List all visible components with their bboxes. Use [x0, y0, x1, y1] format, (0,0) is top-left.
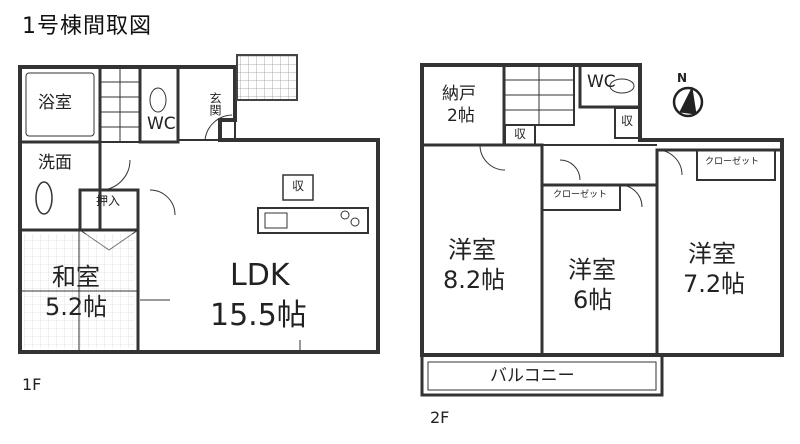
north-compass — [672, 86, 704, 118]
room1-name: 洋室 — [448, 236, 496, 264]
room3-size: 7.2帖 — [683, 270, 746, 298]
plan-title: 1号棟間取図 — [22, 14, 152, 39]
kitchen-counter — [257, 207, 369, 234]
room1-size: 8.2帖 — [443, 266, 506, 294]
storage-2f-a-label: 収 — [514, 127, 527, 141]
room2-name: 洋室 — [568, 256, 616, 284]
kitchen-storage — [282, 174, 314, 201]
washitsu-name: 和室 — [52, 263, 100, 291]
balcony — [420, 353, 664, 397]
nando-name: 納戸 — [442, 84, 476, 104]
bath-label: 浴室 — [38, 93, 72, 113]
wc-2f — [578, 63, 642, 109]
nando-room — [420, 63, 506, 147]
western-room-3 — [655, 148, 784, 357]
floor-2-label: 2F — [430, 408, 450, 427]
kitchen-storage-label: 収 — [292, 179, 305, 193]
closet-middle-label: クローゼット — [553, 190, 608, 200]
ldk-name: LDK — [230, 258, 290, 293]
room3-name: 洋室 — [688, 240, 736, 268]
floor-1-plan — [18, 54, 380, 354]
floor-1-label: 1F — [22, 375, 42, 394]
storage-2f-b-label: 収 — [621, 114, 634, 128]
washroom-label: 洗面 — [38, 153, 72, 173]
storage-2f-b — [614, 107, 641, 139]
nando-size: 2帖 — [447, 106, 475, 126]
compass-north-letter: N — [677, 71, 688, 85]
entrance-label: 玄関 — [208, 92, 222, 116]
washitsu-size: 5.2帖 — [45, 293, 108, 321]
balcony-label: バルコニー — [490, 366, 575, 386]
floor-2-plan — [420, 63, 784, 397]
closet-right-label: クローゼット — [705, 157, 760, 167]
ldk-size: 15.5帖 — [210, 298, 307, 333]
entrance-hall — [177, 66, 236, 141]
wc-2f-label: WC — [587, 72, 616, 92]
room2-size: 6帖 — [573, 286, 613, 314]
wc-1f-label: WC — [147, 114, 176, 134]
entrance-tile — [236, 54, 298, 101]
oshiire-label: 押入 — [96, 194, 121, 208]
